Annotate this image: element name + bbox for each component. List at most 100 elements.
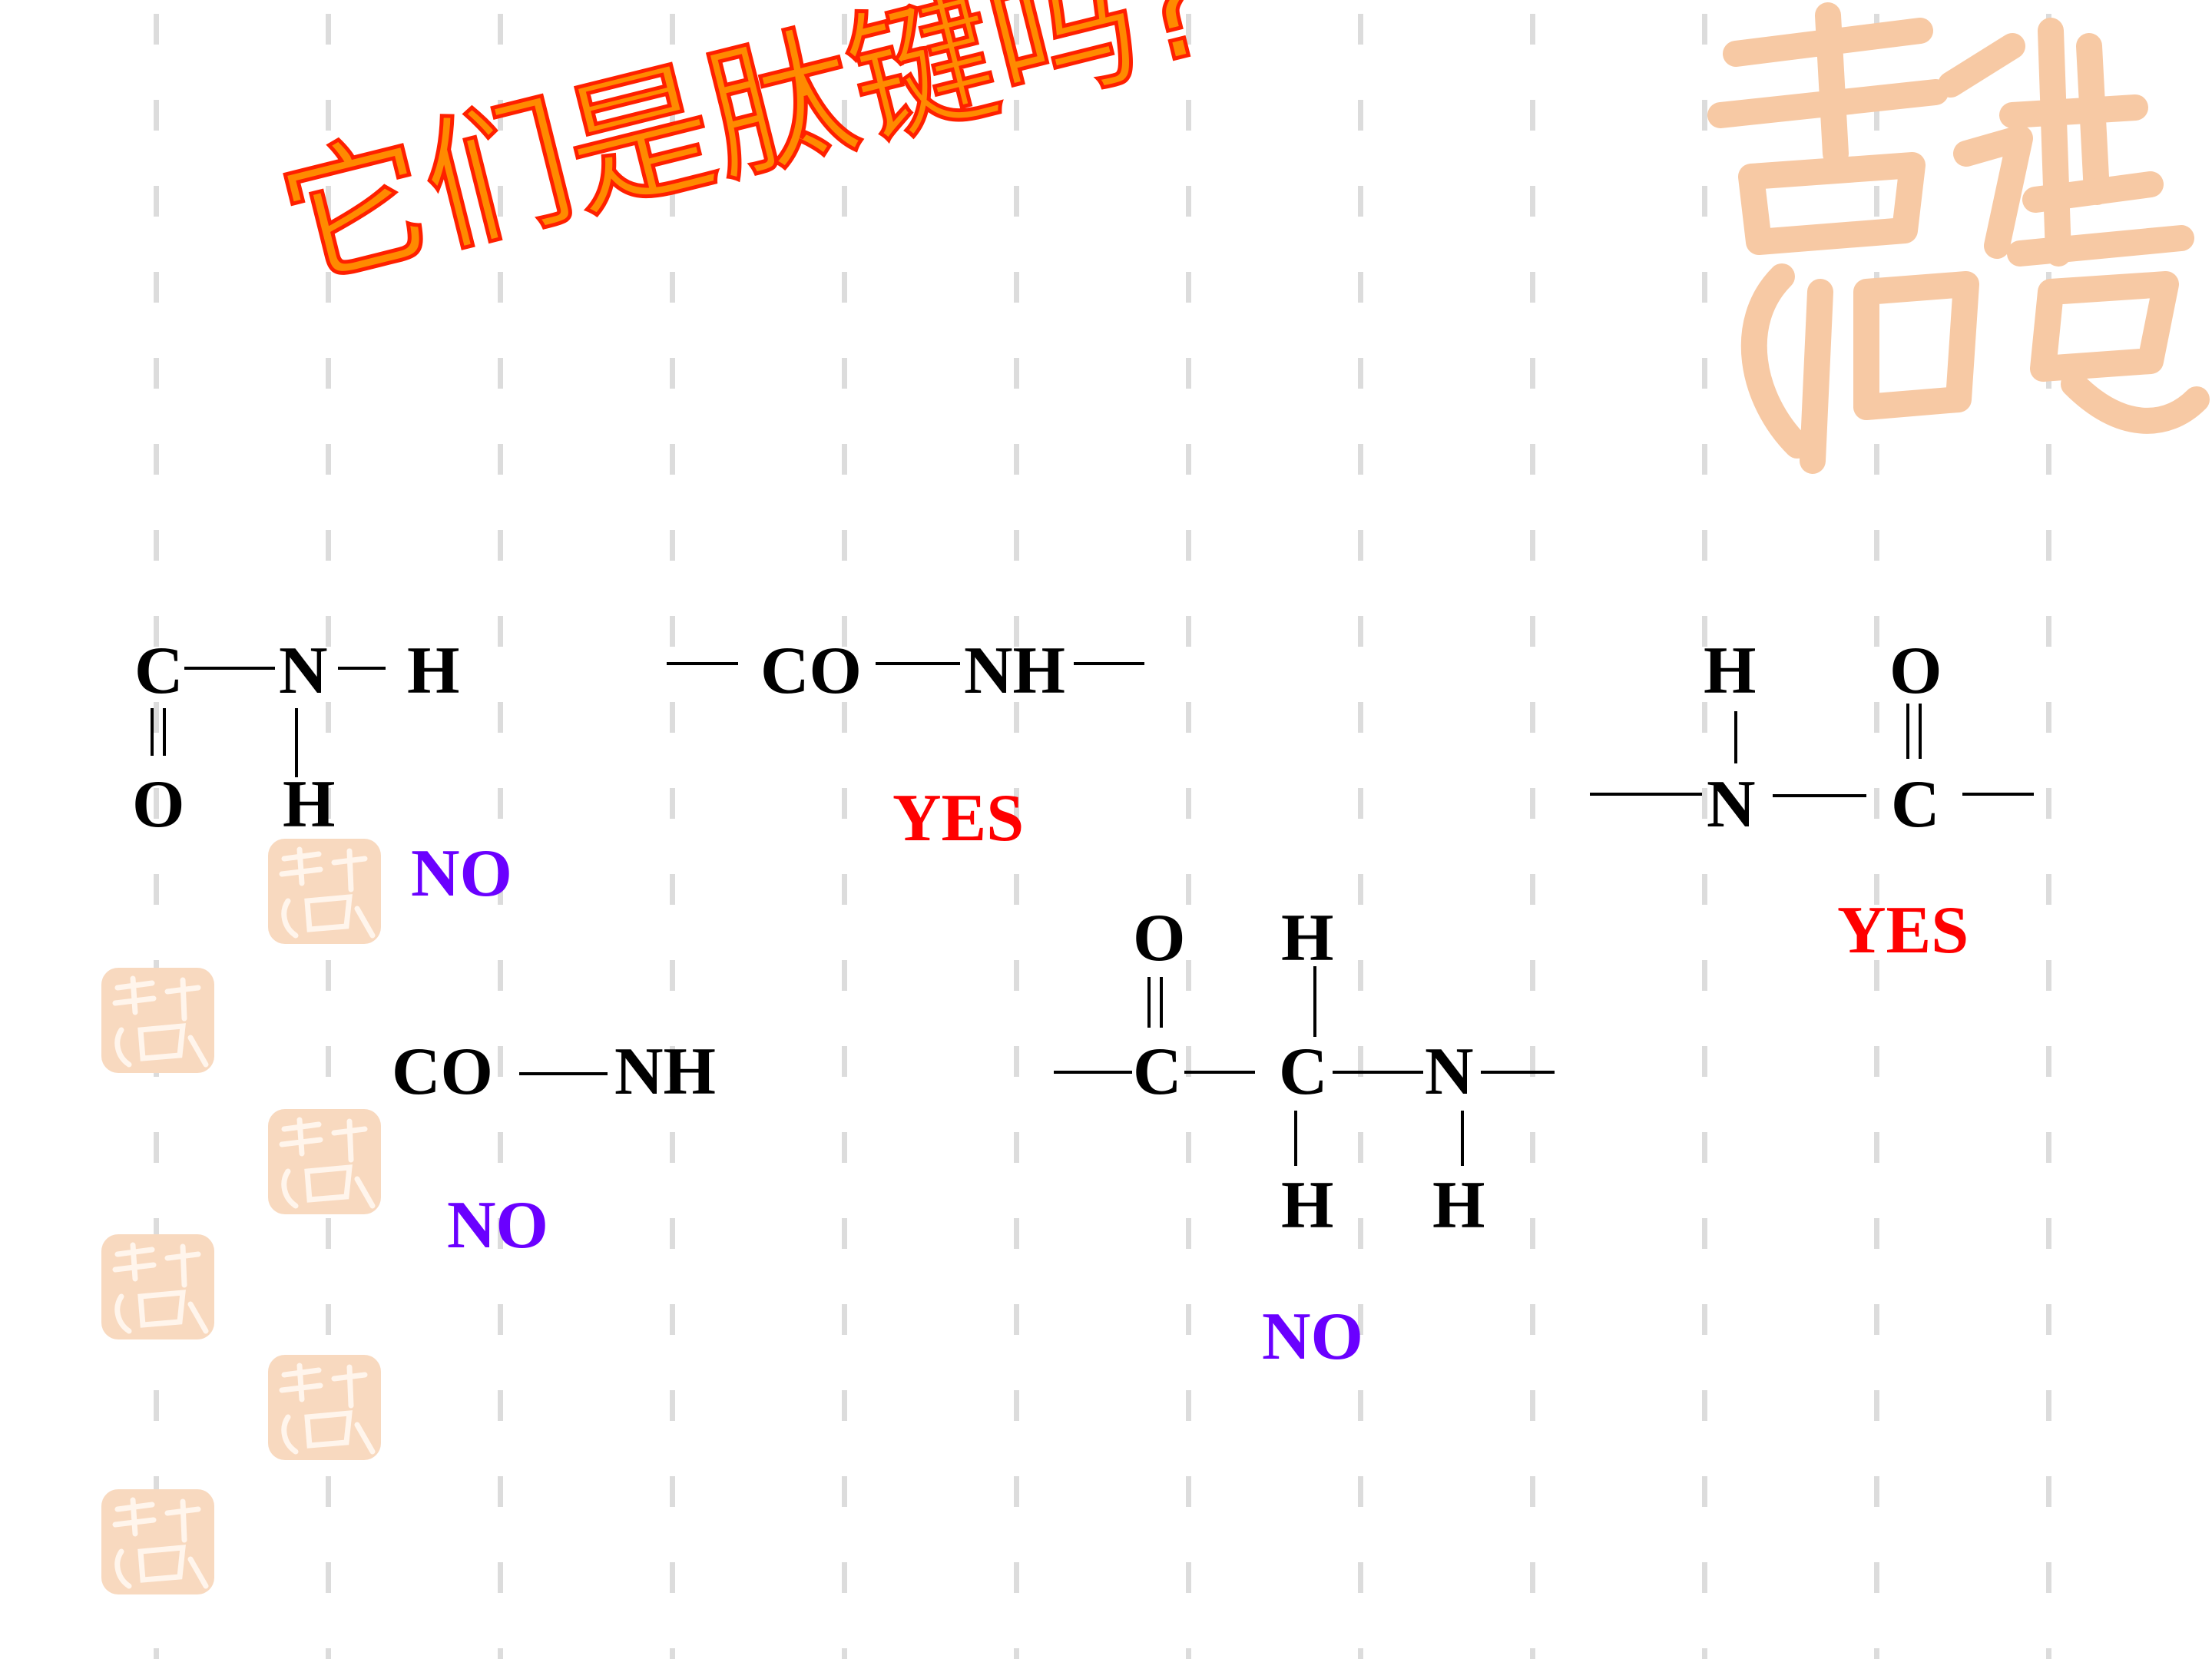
grid-dash — [1530, 702, 1535, 733]
grid-dash — [326, 1304, 331, 1335]
grid-dash — [842, 358, 847, 389]
grid-dash — [670, 874, 675, 905]
double-bond — [1906, 704, 1909, 759]
grid-dash — [1014, 358, 1019, 389]
grid-dash — [1358, 1648, 1363, 1659]
grid-dash — [1186, 444, 1191, 475]
single-bond — [338, 667, 386, 670]
grid-dash — [1186, 14, 1191, 45]
grid-dash — [154, 616, 159, 647]
answer-no: NO — [411, 836, 512, 911]
grid-dash — [670, 1390, 675, 1421]
grid-dash — [1530, 444, 1535, 475]
grid-dash — [326, 616, 331, 647]
grid-dash — [842, 1132, 847, 1163]
grid-dash — [1702, 788, 1707, 819]
answer-no: NO — [1262, 1300, 1363, 1374]
grid-dash — [1874, 616, 1879, 647]
answer-yes: YES — [1837, 893, 1969, 968]
atom-h: H — [1432, 1168, 1485, 1243]
grid-dash — [670, 358, 675, 389]
grid-dash — [842, 1476, 847, 1507]
grid-dash — [1530, 1648, 1535, 1659]
grid-dash — [498, 1562, 503, 1593]
grid-dash — [498, 444, 503, 475]
grid-dash — [326, 788, 331, 819]
grid-dash — [1530, 14, 1535, 45]
single-bond — [295, 708, 298, 777]
grid-dash — [326, 1562, 331, 1593]
grid-dash — [1186, 702, 1191, 733]
grid-dash — [842, 874, 847, 905]
grid-dash — [1358, 1476, 1363, 1507]
grid-dash — [1186, 272, 1191, 303]
grid-dash — [1014, 444, 1019, 475]
single-bond — [1313, 966, 1316, 1037]
atom-h: H — [283, 767, 336, 842]
grid-dash — [1874, 444, 1879, 475]
grid-dash — [154, 874, 159, 905]
grid-dash — [670, 272, 675, 303]
grid-dash — [1358, 960, 1363, 991]
grid-dash — [1358, 530, 1363, 561]
grid-dash — [1014, 1304, 1019, 1335]
grid-dash — [842, 1304, 847, 1335]
grid-dash — [670, 1132, 675, 1163]
grid-dash — [842, 960, 847, 991]
grid-dash — [1186, 874, 1191, 905]
grid-dash — [1874, 1046, 1879, 1077]
grid-dash — [670, 1046, 675, 1077]
grid-dash — [670, 530, 675, 561]
grid-dash — [1530, 1304, 1535, 1335]
grid-dash — [1530, 358, 1535, 389]
grid-dash — [670, 100, 675, 131]
grid-dash — [498, 1476, 503, 1507]
answer-no: NO — [447, 1188, 548, 1263]
grid-dash — [498, 1218, 503, 1249]
small-seal-icon — [268, 839, 381, 944]
grid-dash — [1186, 186, 1191, 217]
grid-dash — [1702, 1218, 1707, 1249]
double-bond — [163, 708, 166, 756]
grid-dash — [842, 100, 847, 131]
grid-dash — [498, 100, 503, 131]
single-bond — [1074, 662, 1144, 665]
grid-dash — [2046, 788, 2051, 819]
grid-dash — [1702, 272, 1707, 303]
atom-h: H — [1281, 901, 1334, 975]
grid-dash — [1358, 1218, 1363, 1249]
grid-dash — [154, 100, 159, 131]
grid-dash — [1186, 358, 1191, 389]
grid-dash — [326, 358, 331, 389]
grid-dash — [670, 1218, 675, 1249]
grid-dash — [1530, 100, 1535, 131]
grid-dash — [1702, 1304, 1707, 1335]
grid-dash — [1186, 1476, 1191, 1507]
grid-dash — [1874, 788, 1879, 819]
grid-dash — [498, 186, 503, 217]
grid-dash — [842, 702, 847, 733]
grid-dash — [2046, 1218, 2051, 1249]
grid-dash — [842, 14, 847, 45]
grid-dash — [1358, 272, 1363, 303]
grid-dash — [1530, 1046, 1535, 1077]
grid-dash — [1702, 702, 1707, 733]
grid-dash — [1186, 1046, 1191, 1077]
atom-c: C — [134, 634, 184, 708]
answer-yes: YES — [892, 781, 1025, 856]
grid-dash — [842, 186, 847, 217]
grid-dash — [326, 100, 331, 131]
small-seal-icon — [101, 968, 214, 1073]
small-seal-icon — [101, 1489, 214, 1594]
grid-dash — [498, 874, 503, 905]
grid-dash — [154, 1390, 159, 1421]
grid-dash — [326, 444, 331, 475]
grid-dash — [1186, 530, 1191, 561]
grid-dash — [1358, 444, 1363, 475]
grid-dash — [2046, 1304, 2051, 1335]
grid-dash — [1530, 1132, 1535, 1163]
grid-dash — [1874, 1304, 1879, 1335]
grid-dash — [1530, 530, 1535, 561]
grid-dash — [2046, 874, 2051, 905]
grid-dash — [1358, 358, 1363, 389]
